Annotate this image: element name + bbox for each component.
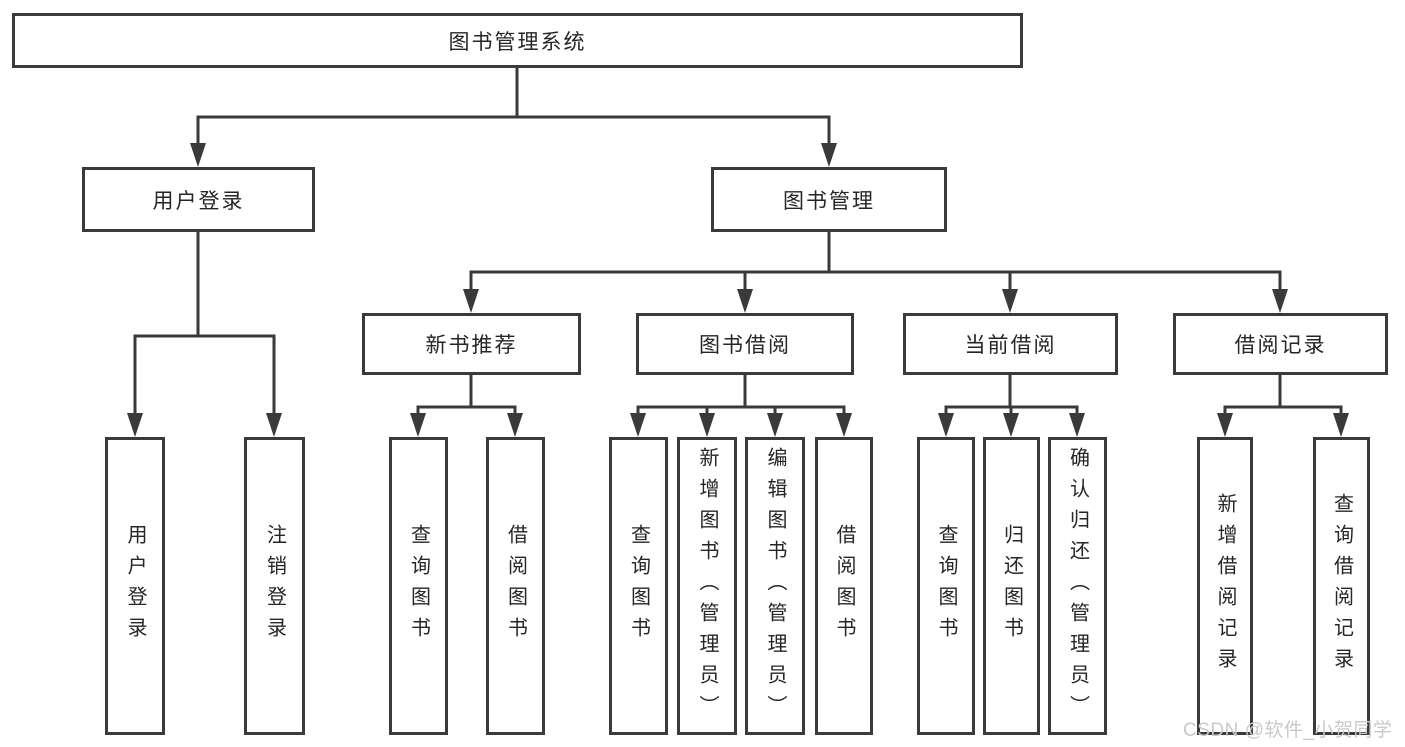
leaf-add-borrow-record-label: 新增借阅记录: [1214, 493, 1236, 679]
leaf-return-books: 归还图书: [983, 437, 1040, 735]
arrow-icon: [1002, 289, 1018, 313]
connector-group-book-management: [463, 232, 1288, 313]
leaf-confirm-return-admin: 确认归还（管理员）: [1048, 437, 1107, 735]
arrow-icon: [630, 413, 646, 437]
leaf-query-borrow-record-label: 查询借阅记录: [1330, 493, 1353, 679]
leaf-query-books-2: 查询图书: [609, 437, 668, 735]
node-book-management-label: 图书管理: [783, 189, 875, 213]
arrow-icon: [938, 413, 954, 437]
arrow-icon: [836, 413, 852, 437]
node-book-borrowing: 图书借阅: [636, 313, 854, 375]
leaf-borrow-books-2: 借阅图书: [815, 437, 873, 735]
node-borrow-records-label: 借阅记录: [1234, 334, 1327, 357]
arrow-icon: [190, 143, 206, 167]
arrow-icon: [1003, 413, 1019, 437]
leaf-add-book-admin: 新增图书（管理员）: [677, 437, 737, 735]
leaf-return-books-label: 归还图书: [1000, 524, 1023, 648]
connector-group-root: [190, 68, 837, 167]
node-borrow-records: 借阅记录: [1173, 313, 1388, 375]
node-root: 图书管理系统: [12, 13, 1023, 68]
leaf-logout-label: 注销登录: [263, 524, 286, 648]
connector-group-borrow-records: [1217, 375, 1349, 437]
leaf-logout: 注销登录: [244, 437, 305, 735]
leaf-query-books-1-label: 查询图书: [407, 524, 430, 648]
node-book-management: 图书管理: [711, 167, 947, 232]
leaf-add-borrow-record: 新增借阅记录: [1197, 437, 1253, 735]
arrow-icon: [1217, 413, 1233, 437]
leaf-edit-book-admin: 编辑图书（管理员）: [745, 437, 805, 735]
node-new-book-recommend: 新书推荐: [362, 313, 581, 375]
arrow-icon: [127, 413, 143, 437]
leaf-query-books-2-label: 查询图书: [627, 524, 650, 648]
leaf-query-borrow-record: 查询借阅记录: [1313, 437, 1370, 735]
node-new-book-recommend-label: 新书推荐: [425, 334, 518, 357]
leaf-query-books-3: 查询图书: [917, 437, 975, 735]
connector-group-book-borrowing: [630, 375, 852, 437]
node-user-login: 用户登录: [82, 167, 315, 232]
arrow-icon: [1069, 413, 1085, 437]
arrow-icon: [1272, 289, 1288, 313]
arrow-icon: [1333, 413, 1349, 437]
node-user-login-label: 用户登录: [152, 189, 245, 213]
leaf-edit-book-admin-label: 编辑图书（管理员）: [764, 446, 786, 726]
leaf-confirm-return-admin-label: 确认归还（管理员）: [1066, 446, 1089, 726]
node-root-label: 图书管理系统: [448, 30, 587, 54]
node-current-borrowing-label: 当前借阅: [964, 334, 1057, 357]
arrow-icon: [266, 413, 282, 437]
arrow-icon: [821, 143, 837, 167]
leaf-add-book-admin-label: 新增图书（管理员）: [696, 446, 718, 726]
leaf-borrow-books-1: 借阅图书: [486, 437, 545, 735]
connector-group-user-login: [127, 232, 282, 437]
arrow-icon: [507, 413, 523, 437]
leaf-query-books-3-label: 查询图书: [935, 524, 957, 648]
node-current-borrowing: 当前借阅: [903, 313, 1118, 375]
arrow-icon: [463, 289, 479, 313]
leaf-query-books-1: 查询图书: [389, 437, 448, 735]
node-book-borrowing-label: 图书借阅: [699, 334, 791, 357]
leaf-borrow-books-1-label: 借阅图书: [504, 524, 527, 648]
arrow-icon: [699, 413, 715, 437]
arrow-icon: [410, 413, 426, 437]
leaf-borrow-books-2-label: 借阅图书: [833, 524, 855, 648]
watermark: CSDN @软件_小贺同学: [1183, 720, 1393, 741]
arrow-icon: [737, 289, 753, 313]
arrow-icon: [767, 413, 783, 437]
leaf-user-login-label: 用户登录: [124, 524, 146, 648]
connector-group-current-borrowing: [938, 375, 1085, 437]
leaf-user-login: 用户登录: [105, 437, 165, 735]
connector-group-new-book-recommend: [410, 375, 523, 437]
